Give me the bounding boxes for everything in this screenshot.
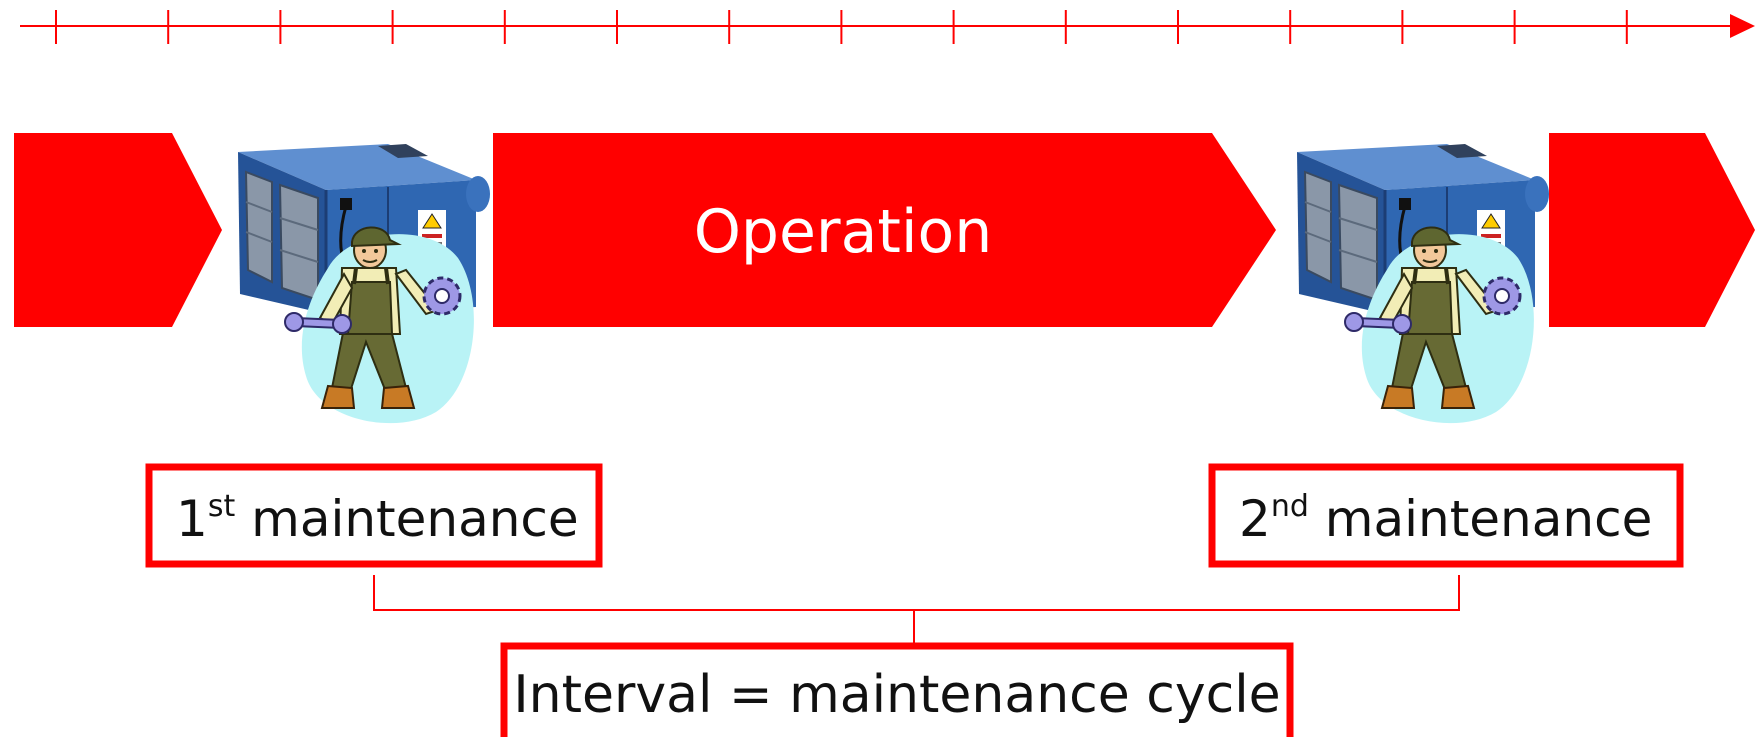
right-arrow-band — [1549, 133, 1755, 327]
operation-arrow-band — [493, 133, 1276, 327]
interval-bracket — [373, 575, 1460, 645]
left-arrow-band — [14, 133, 222, 327]
second-maintenance-box: 2nd maintenance — [1208, 463, 1684, 568]
first-maintenance-box: 1st maintenance — [145, 463, 603, 568]
second-maintenance-label: 2nd maintenance — [1239, 489, 1652, 548]
interval-label: Interval = maintenance cycle — [513, 665, 1280, 725]
interval-box: Interval = maintenance cycle — [500, 642, 1294, 737]
operation-label: Operation — [694, 197, 993, 267]
first-maintenance-label: 1st maintenance — [176, 489, 579, 548]
arrowhead-right-icon — [1730, 14, 1755, 38]
timeline — [20, 10, 1755, 44]
timeline-ticks — [55, 10, 1628, 44]
